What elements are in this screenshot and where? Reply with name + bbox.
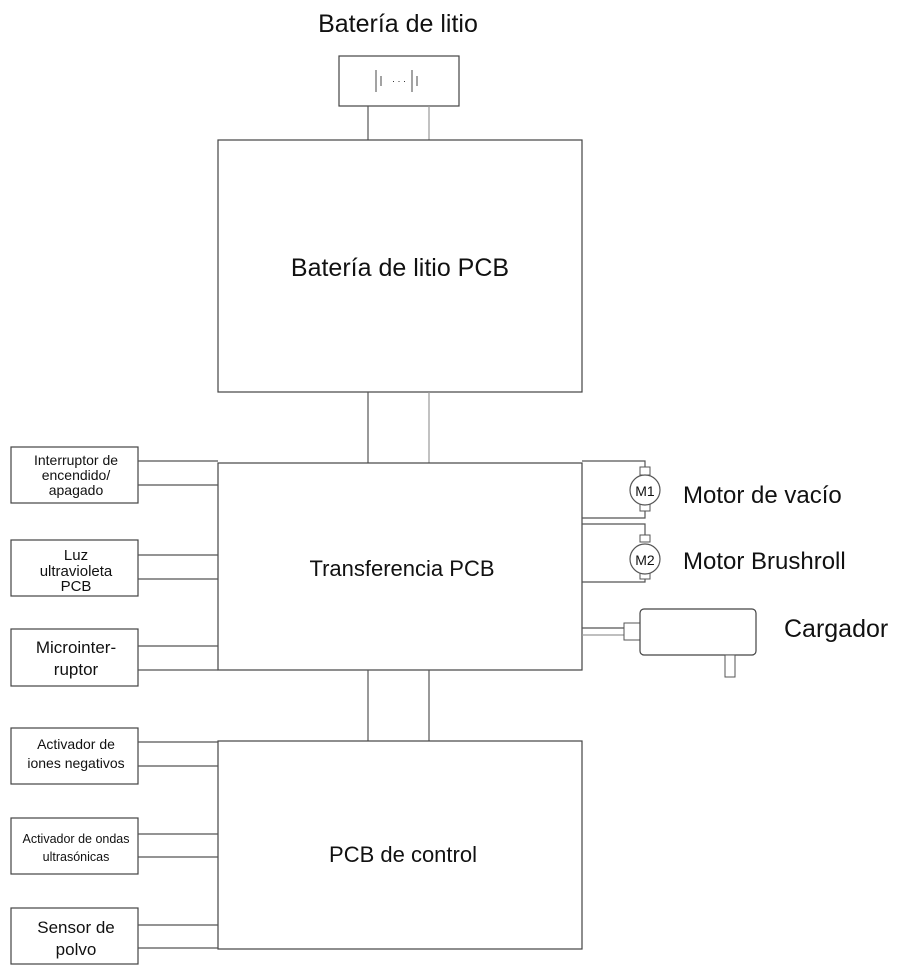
control-pcb-label: PCB de control [329, 842, 477, 867]
transfer-pcb-label: Transferencia PCB [309, 556, 494, 581]
ultrasonic-activator-label-2: ultrasónicas [43, 850, 110, 864]
uv-light-label-2: ultravioleta [40, 563, 113, 580]
ion-activator-label-2: iones negativos [27, 755, 124, 771]
battery-cell-icon: · · · [338, 55, 460, 107]
power-switch-label-2: encendido/ [42, 467, 111, 483]
microswitch-label-2: ruptor [54, 660, 99, 679]
ultrasonic-activator-label-1: Activador de ondas [22, 832, 129, 846]
ultrasonic-activator-component: Activador de ondas ultrasónicas [10, 817, 218, 875]
power-switch-component: Interruptor de encendido/ apagado [10, 446, 218, 504]
power-switch-label-3: apagado [49, 482, 104, 498]
charger-component: Cargador [582, 608, 888, 678]
charger-icon [639, 608, 757, 656]
battery-pcb-label: Batería de litio PCB [291, 254, 509, 282]
motor-brushroll-component: M2 Motor Brushroll [582, 523, 846, 583]
motor-m1-symbol: M1 [635, 483, 655, 499]
ion-activator-component: Activador de iones negativos [10, 727, 218, 785]
motor-m2-icon [629, 543, 661, 575]
uv-light-component: Luz ultravioleta PCB [10, 539, 218, 597]
motor-brushroll-label: Motor Brushroll [683, 548, 846, 575]
power-switch-label-1: Interruptor de [34, 452, 118, 468]
charger-label: Cargador [784, 615, 888, 643]
microswitch-label-1: Microinter- [36, 638, 116, 657]
microswitch-component: Microinter- ruptor [10, 628, 218, 687]
uv-light-label-1: Luz [64, 547, 88, 564]
motor-m2-symbol: M2 [635, 552, 655, 568]
transfer-pcb-block [217, 462, 583, 671]
uv-light-label-3: PCB [61, 578, 92, 595]
motor-m1-icon [629, 474, 661, 506]
dust-sensor-label-1: Sensor de [37, 918, 115, 937]
motor-vacuum-label: Motor de vacío [683, 482, 842, 509]
svg-text:· · ·: · · · [392, 76, 406, 86]
dust-sensor-component: Sensor de polvo [10, 907, 218, 965]
battery-title: Batería de litio [318, 10, 478, 38]
control-pcb-block [217, 740, 583, 950]
battery-pcb-block [217, 139, 583, 393]
ion-activator-label-1: Activador de [37, 736, 115, 752]
dust-sensor-label-2: polvo [56, 940, 97, 959]
motor-vacuum-component: M1 Motor de vacío [582, 460, 842, 519]
